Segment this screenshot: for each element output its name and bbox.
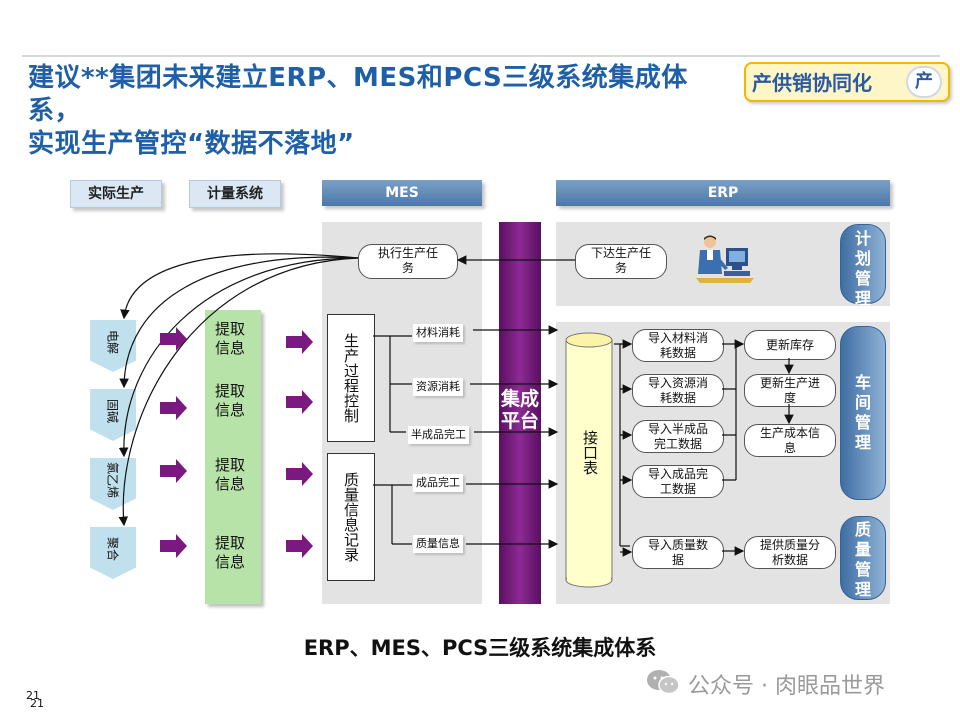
flow-semi-finished: 半成品完工: [408, 426, 469, 444]
title-line-2: 实现生产管控“数据不落地”: [28, 129, 355, 159]
purple-arrow-icon: [160, 327, 187, 351]
import-finished-label: 导入成品完工数据: [647, 467, 708, 496]
purple-arrow-icon: [286, 462, 313, 486]
diagram-caption: ERP、MES、PCS三级系统集成体系: [303, 636, 657, 660]
purple-arrow-icon: [160, 534, 187, 558]
quality-record-box: 质量信息记录: [327, 453, 375, 581]
section-workshop-label: 车间管理: [854, 373, 871, 452]
interface-table-cylinder: [565, 332, 613, 588]
wechat-icon: [647, 670, 680, 695]
import-resource-label: 导入资源消耗数据: [647, 376, 708, 405]
quality-analysis-box: 提供质量分析数据: [744, 536, 836, 569]
metering-column: [205, 310, 261, 604]
issue-task-label: 下达生产任务: [591, 246, 652, 275]
unit-vinyl-chloride: 氯乙烯: [90, 458, 136, 510]
header-actual-production: 实际生产: [70, 180, 162, 208]
cost-info-box: 生产成本信息: [744, 424, 836, 457]
header-erp: ERP: [556, 180, 890, 206]
extract-info-3: 提取信息: [215, 456, 246, 493]
purple-arrow-icon: [286, 390, 313, 414]
purple-arrow-icon: [286, 330, 313, 354]
badge: 产供销协同化 产: [744, 62, 950, 102]
flow-material: 材料消耗: [413, 324, 463, 342]
flow-quality: 质量信息: [413, 535, 463, 553]
purple-arrow-icon: [160, 459, 187, 483]
import-quality-label: 导入质量数据: [647, 538, 708, 567]
import-semi-label: 导入半成品完工数据: [647, 422, 708, 451]
purple-arrow-icon: [286, 534, 313, 558]
extract-info-1: 提取信息: [215, 320, 246, 357]
page-title: 建议**集团未来建立ERP、MES和PCS三级系统集成体系， 实现生产管控“数据…: [28, 62, 728, 161]
update-stock-box: 更新库存: [744, 330, 836, 360]
exec-task-label: 执行生产任务: [378, 246, 439, 275]
flow-resource: 资源消耗: [413, 378, 463, 396]
section-plan-label: 计划管理: [854, 229, 871, 308]
import-finished-box: 导入成品完工数据: [632, 465, 724, 498]
unit-electrolysis: 电解: [90, 320, 136, 372]
page-number-shadow: 21: [30, 697, 44, 710]
watermark-text: 公众号 · 肉眼品世界: [688, 674, 885, 699]
badge-icon: 产: [906, 66, 942, 98]
exec-task-box: 执行生产任务: [358, 244, 458, 279]
title-line-1: 建议**集团未来建立ERP、MES和PCS三级系统集成体系，: [28, 63, 688, 126]
extract-info-2: 提取信息: [215, 382, 246, 419]
page-number: 21: [26, 689, 40, 702]
extract-info-4: 提取信息: [215, 534, 246, 571]
import-quality-box: 导入质量数据: [632, 536, 724, 569]
header-metering-system: 计量系统: [189, 180, 281, 208]
update-progress-label: 更新生产进度: [759, 376, 820, 405]
person-at-computer-icon: [696, 235, 754, 283]
interface-table-label: 接口表: [581, 430, 599, 475]
process-control-box: 生产过程控制: [327, 314, 375, 442]
unit-solid-alkali: 固碱: [90, 389, 136, 441]
cost-info-label: 生产成本信息: [759, 426, 820, 455]
section-plan-management: 计划管理: [840, 224, 886, 308]
import-semi-box: 导入半成品完工数据: [632, 420, 724, 453]
issue-task-box: 下达生产任务: [575, 244, 667, 279]
section-quality-label: 质量管理: [854, 520, 871, 599]
quality-analysis-label: 提供质量分析数据: [759, 538, 820, 567]
update-progress-box: 更新生产进度: [744, 374, 836, 407]
flow-finished: 成品完工: [413, 474, 463, 492]
section-workshop-management: 车间管理: [840, 326, 886, 500]
unit-polymerization: 聚合: [90, 527, 136, 579]
import-resource-box: 导入资源消耗数据: [632, 374, 724, 407]
import-material-label: 导入材料消耗数据: [647, 331, 708, 360]
badge-label: 产供销协同化: [752, 71, 872, 95]
top-divider: [22, 55, 940, 57]
import-material-box: 导入材料消耗数据: [632, 329, 724, 362]
section-quality-management: 质量管理: [840, 516, 886, 600]
integration-platform: [499, 222, 541, 604]
purple-arrow-icon: [160, 396, 187, 420]
integration-platform-label: 集成平台: [500, 388, 539, 432]
header-mes: MES: [322, 180, 482, 206]
